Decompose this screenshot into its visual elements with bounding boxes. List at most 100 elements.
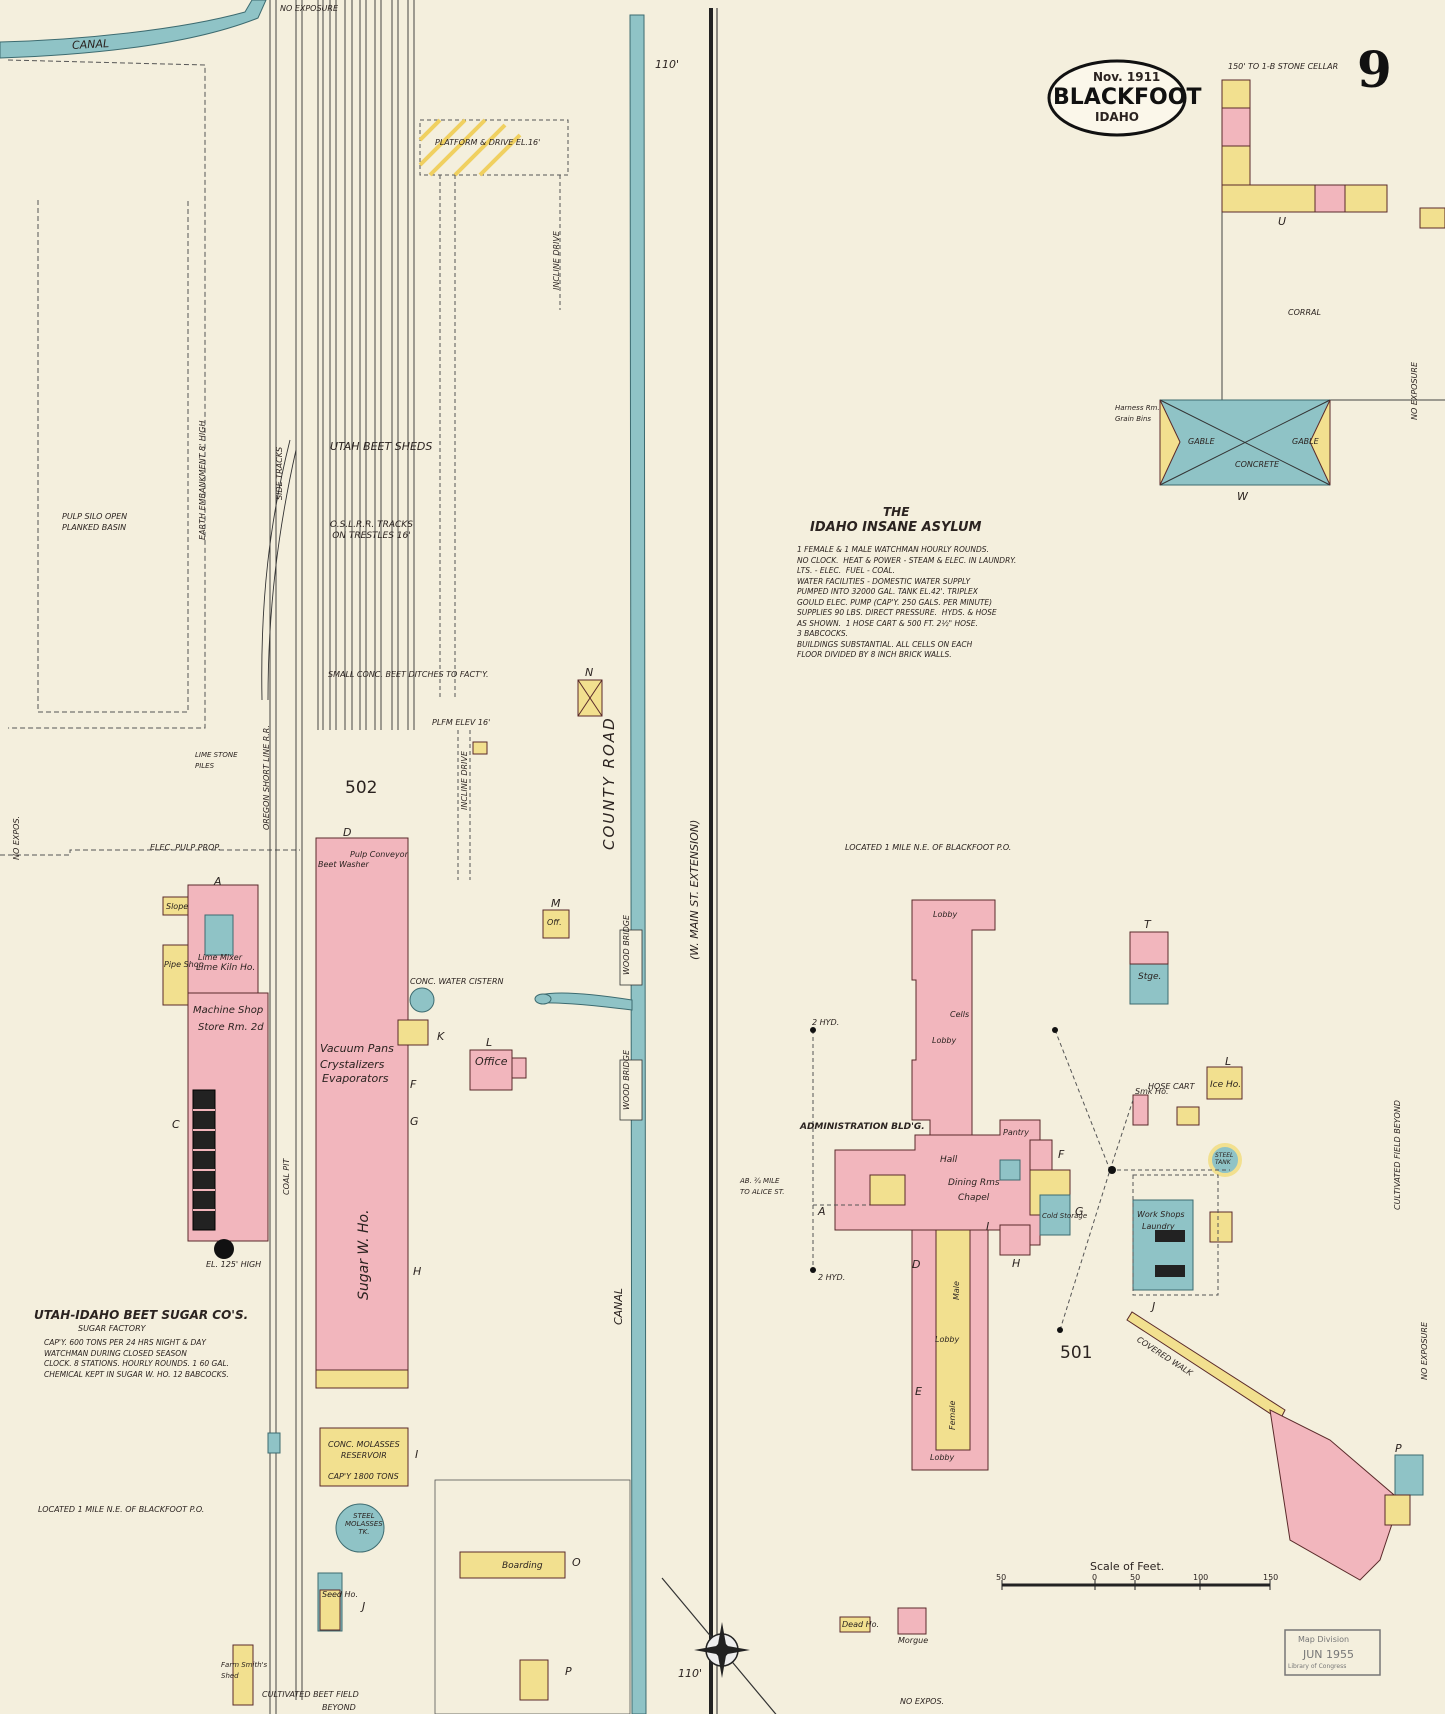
- asylum-letter-u: P: [1395, 1442, 1402, 1455]
- asylum-notes: 1 FEMALE & 1 MALE WATCHMAN HOURLY ROUNDS…: [797, 545, 1017, 659]
- steel-tank: [1208, 1143, 1242, 1177]
- trestles-label: O.S.L.R.R. TRACKS ON TRESTLES 16': [330, 520, 413, 541]
- female-label: Female: [948, 1400, 957, 1430]
- canal-top-label: CANAL: [71, 37, 110, 52]
- stg-label: Stge.: [1138, 972, 1162, 982]
- factory-annex: [397, 1019, 429, 1046]
- factory-letter-g: G: [410, 1115, 419, 1128]
- block-number-east: 501: [1060, 1343, 1093, 1363]
- platform-drive-label: PLATFORM & DRIVE EL.16': [435, 138, 541, 147]
- factory-letter-h: H: [413, 1265, 422, 1278]
- stamp-line1: Map Division: [1298, 1635, 1350, 1644]
- lime-kiln-blue: [204, 914, 234, 956]
- factory-letter-m: M: [551, 897, 561, 910]
- admin-bldg-label: ADMINISTRATION BLD'G.: [800, 1122, 925, 1132]
- canal-main-label: CANAL: [612, 1287, 626, 1326]
- wood-bridge-2: [619, 1059, 643, 1121]
- barn-horizontal: [1221, 184, 1388, 213]
- asylum-title: THE: [883, 505, 910, 519]
- small-shed-platform: [472, 741, 488, 755]
- office-label: Office: [475, 1055, 508, 1068]
- dead-ho-label: Dead Ho.: [842, 1620, 880, 1629]
- main-factory: [315, 837, 409, 1389]
- water-pipes: [812, 1029, 1230, 1331]
- no-expos-bottom: NO EXPOS.: [900, 1697, 945, 1706]
- ice-ho-label: Ice Ho.: [1210, 1080, 1242, 1090]
- platform-hatch: [418, 118, 522, 177]
- t-shed: [1176, 1106, 1200, 1126]
- coal-bin-dividers: [193, 1109, 215, 1211]
- yard-fence: [434, 1479, 631, 1714]
- asylum-letter-a: A: [818, 1205, 826, 1218]
- scale-tick-50-left: 50: [996, 1573, 1007, 1582]
- capy-tons-label: CAP'Y 1800 TONS: [328, 1472, 399, 1481]
- road-width-top: 110': [655, 58, 680, 71]
- asylum-letter-k: I: [986, 1220, 990, 1233]
- beyond-label: BEYOND: [322, 1703, 356, 1712]
- hose-cart-label: HOSE CART: [1148, 1082, 1195, 1091]
- road-note-label: (W. MAIN ST. EXTENSION): [688, 819, 701, 960]
- boarding-house: [459, 1551, 566, 1579]
- asylum-letter-h: G: [1075, 1205, 1084, 1218]
- lobby-2-label: Lobby: [932, 1036, 957, 1045]
- u-building: [1394, 1454, 1424, 1496]
- asylum-letter-g: F: [1058, 1148, 1065, 1161]
- asylum-located: LOCATED 1 MILE N.E. OF BLACKFOOT P.O.: [845, 843, 1012, 852]
- stamp-line2: JUN 1955: [1303, 1648, 1355, 1661]
- canal-top: [0, 0, 267, 59]
- workshop-yard: [1132, 1174, 1219, 1296]
- pipe-shop: [162, 944, 189, 1006]
- small-ditches-label: SMALL CONC. BEET DITCHES TO FACT'Y.: [328, 670, 489, 679]
- incline-drive-2-label: INCLINE DRIVE: [460, 751, 469, 810]
- sheet-number: 9: [1357, 40, 1392, 99]
- factory-letter-n: N: [585, 666, 594, 679]
- stone-cellar-label: 150' TO 1-B STONE CELLAR: [1228, 62, 1339, 71]
- conc-molasses-label: CONC. MOLASSES RESERVOIR: [328, 1440, 400, 1460]
- lime-stone-piles-label: LIME STONE PILES: [195, 751, 238, 770]
- canal-main: [629, 14, 647, 1714]
- water-cistern: [409, 987, 435, 1013]
- asylum-letter-w: T: [1144, 918, 1151, 931]
- gable-1-label: GABLE: [1188, 437, 1215, 446]
- railroad-tracks: [261, 0, 415, 1714]
- oven: [1029, 1139, 1053, 1171]
- store-rm-label: Store Rm. 2d: [198, 1022, 264, 1033]
- covered-walk: [1126, 1311, 1286, 1421]
- factory-end: [315, 1369, 409, 1389]
- road-width-bottom: 110': [678, 1667, 703, 1680]
- elec-pulp-prop-label: ELEC. PULP PROP.: [150, 843, 221, 852]
- compass-rose: [661, 1577, 777, 1714]
- scale-tick-50: 50: [1130, 1573, 1141, 1582]
- pulp-silo-basin: [7, 59, 206, 729]
- pantry-label: Pantry: [1003, 1128, 1029, 1137]
- hyd-2-label: 2 HYD.: [818, 1273, 846, 1282]
- pulp-flume: [0, 849, 300, 856]
- office-building: [469, 1049, 513, 1091]
- asylum-letter-p: L: [1225, 1055, 1232, 1068]
- dead-house: [839, 1616, 871, 1633]
- chapel-label: Chapel: [958, 1193, 990, 1203]
- dining-rms-label: Dining Rms: [948, 1178, 1000, 1188]
- m-office: [542, 909, 570, 939]
- ice-house: [1206, 1066, 1243, 1100]
- smk-ho-label: Smk Ho.: [1135, 1087, 1169, 1096]
- sheet-town: BLACKFOOT: [1053, 85, 1202, 110]
- canal-branch: [539, 992, 633, 1011]
- sheet-date: Nov. 1911: [1093, 70, 1161, 84]
- incline-drive-label: INCLINE DRIVE: [552, 231, 561, 290]
- farm-smith-shed: [232, 1644, 254, 1706]
- wood-bridge-1-label: WOOD BRIDGE: [622, 914, 631, 975]
- factory-letter-k: K: [437, 1030, 445, 1043]
- coal-pit-label: COAL PIT: [282, 1158, 291, 1195]
- morgue-label: Morgue: [898, 1636, 929, 1645]
- hyd-1-label: 2 HYD.: [812, 1018, 840, 1027]
- asylum-name: IDAHO INSANE ASYLUM: [810, 520, 982, 535]
- corral-label: CORRAL: [1288, 308, 1321, 317]
- platform-drive: [419, 119, 569, 176]
- pump-node: [1108, 1166, 1116, 1174]
- incline-drive-lower: [457, 730, 471, 880]
- pulp-silo-label: PULP SILO OPEN PLANKED BASIN: [62, 512, 128, 532]
- factory-letter-f: F: [410, 1078, 417, 1091]
